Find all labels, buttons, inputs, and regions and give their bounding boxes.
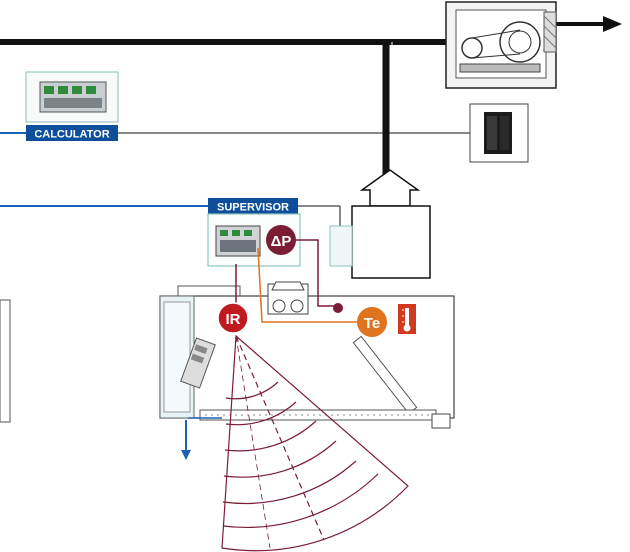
pressure-tap xyxy=(333,303,343,313)
plc-module-icon xyxy=(25,71,119,123)
supervisor-label-box xyxy=(208,198,298,214)
te-sensor xyxy=(357,307,387,337)
delta-p-sensor xyxy=(266,225,296,255)
ceiling-unit-icon xyxy=(159,281,455,429)
thermometer-icon xyxy=(398,304,416,334)
main-duct xyxy=(0,16,622,190)
partial-unit-left xyxy=(0,299,11,423)
ir-sensor xyxy=(217,302,249,334)
supply-branch xyxy=(329,169,431,279)
te-wire xyxy=(257,247,362,323)
centrifugal-fan-icon xyxy=(445,1,557,89)
server-tower-icon xyxy=(469,103,529,163)
delta-p-label: ΔP xyxy=(271,233,292,250)
calculator-label-box xyxy=(26,125,118,141)
down-arrow-icon xyxy=(181,450,191,460)
airflow-arrow-icon xyxy=(603,16,622,32)
te-label: Te xyxy=(364,315,380,332)
controller-module-icon xyxy=(215,225,261,257)
ir-label: IR xyxy=(226,311,241,328)
ir-detection-cone xyxy=(221,334,409,552)
supervisor-label: SUPERVISOR xyxy=(217,202,289,214)
pressure-wire xyxy=(296,239,338,307)
calculator-label: CALCULATOR xyxy=(34,129,109,141)
